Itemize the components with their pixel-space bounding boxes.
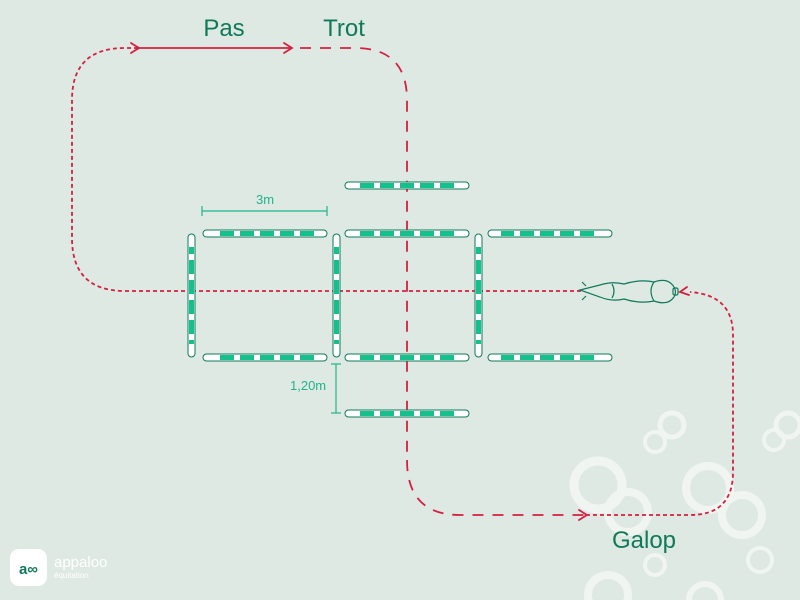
measure-width <box>201 206 328 216</box>
horse-top-view-icon <box>577 279 679 304</box>
label-pas: Pas <box>203 15 244 42</box>
path-trot-arc <box>300 47 408 460</box>
pole-top-extra <box>344 181 470 190</box>
arrow-galop <box>578 509 589 521</box>
pole-bottom-center <box>344 353 470 362</box>
appaloo-logo <box>10 549 47 586</box>
arrow-return <box>678 286 690 296</box>
pole-bottom-extra <box>344 409 470 418</box>
path-galop-return <box>586 291 734 516</box>
direction-arrows <box>130 42 690 521</box>
path-pas-arc <box>71 47 192 292</box>
pole-bottom-left <box>202 353 328 362</box>
brand-name: appaloo <box>54 554 107 571</box>
gait-path <box>71 47 734 516</box>
pole-top-left <box>202 229 328 238</box>
label-spacing: 1,20m <box>290 378 326 393</box>
pole-vertical-right <box>474 233 483 358</box>
label-trot: Trot <box>323 15 365 42</box>
arrow-pas-start <box>130 42 141 54</box>
pole-bottom-right <box>487 353 613 362</box>
label-galop: Galop <box>612 527 676 554</box>
arrow-pas-end <box>283 42 294 54</box>
label-width: 3m <box>256 192 274 207</box>
pole-vertical-left <box>187 233 196 358</box>
ground-poles <box>187 181 613 418</box>
pole-top-right <box>487 229 613 238</box>
brand-logo: a∞ appaloo équitation <box>10 549 107 586</box>
pole-top-center <box>344 229 470 238</box>
measure-spacing <box>331 363 341 414</box>
logo-mark: a∞ <box>19 561 38 578</box>
pole-vertical-mid <box>332 233 341 358</box>
path-galop-arc <box>406 459 586 516</box>
ring-watermark <box>569 410 800 600</box>
brand-tagline: équitation <box>54 571 89 580</box>
